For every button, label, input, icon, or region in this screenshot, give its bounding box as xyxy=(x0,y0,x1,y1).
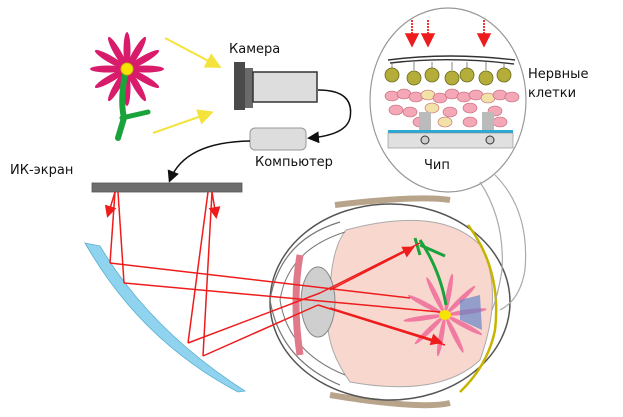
ir-screen-label: ИК-экран xyxy=(10,163,74,178)
flower-petal xyxy=(127,69,146,102)
eye-muscle-bottom xyxy=(329,392,451,409)
cornea-outer-lower xyxy=(269,299,341,386)
retina-flower-center xyxy=(439,310,451,320)
magnifier-connector-2 xyxy=(479,181,503,311)
ganglion-cells xyxy=(384,62,512,86)
implant-chip-on-retina xyxy=(460,295,482,330)
flower-center xyxy=(120,62,134,76)
bipolar-cell xyxy=(492,89,508,101)
iris xyxy=(292,254,304,356)
retina-flower-leaf xyxy=(413,237,446,258)
eye-anatomy xyxy=(269,195,511,409)
bipolar-cell xyxy=(388,104,404,116)
flower-petals xyxy=(90,32,164,106)
bipolar-cell xyxy=(462,102,478,114)
bipolar-cell xyxy=(456,91,472,103)
flower-petal xyxy=(127,50,160,69)
ray-segment xyxy=(187,191,209,344)
retina-layer xyxy=(459,224,498,393)
bipolar-cell xyxy=(424,102,440,114)
nerve-cells-label-line2: клетки xyxy=(528,86,577,101)
flower-petal xyxy=(127,69,160,88)
camera-to-computer-arrow xyxy=(307,89,352,144)
nerve-fiber-layer xyxy=(387,55,516,65)
ray-reflection-arrow xyxy=(104,191,117,218)
bipolar-cells xyxy=(384,88,520,130)
flower-icon xyxy=(90,32,164,141)
chip-photodiode-1 xyxy=(420,135,430,145)
flower-petal xyxy=(108,36,127,69)
nerve-cells-label-line1: Нервные xyxy=(528,67,589,82)
ganglion-cell xyxy=(478,70,494,86)
retina-flower-petal xyxy=(403,314,444,322)
electrode-pillar xyxy=(419,112,431,130)
ray-to-retina-arrow xyxy=(329,246,415,291)
ray-segment xyxy=(109,191,116,264)
retina-flower-petal xyxy=(446,315,483,335)
bipolar-cell xyxy=(492,116,508,128)
ray-segment xyxy=(123,282,441,313)
retina-flower-petal xyxy=(426,277,445,314)
ray-segment xyxy=(117,191,125,284)
bipolar-cell xyxy=(408,91,424,103)
computer-to-screen-arrow xyxy=(167,140,251,183)
retina-flower-petal xyxy=(445,316,464,353)
ganglion-cell xyxy=(444,70,460,86)
camera-label: Камера xyxy=(229,42,281,57)
ganglion-cell xyxy=(496,67,512,83)
chip-substrate xyxy=(387,132,514,149)
nerve-cell-layers xyxy=(384,20,520,149)
retina-flower-image xyxy=(403,273,487,357)
flower-petal xyxy=(94,69,127,88)
flower-leaf xyxy=(119,109,151,121)
ganglion-cell xyxy=(406,70,422,86)
light-arrow-bottom xyxy=(152,109,214,134)
ray-to-retina-arrow xyxy=(329,307,443,346)
chip-label: Чип xyxy=(424,158,450,173)
light-arrow-top xyxy=(164,37,222,68)
flower-petal xyxy=(90,65,126,73)
camera-icon xyxy=(234,62,318,110)
flower-petal xyxy=(128,65,164,73)
ray-segment xyxy=(317,304,446,346)
computer-label: Компьютер xyxy=(255,155,333,170)
retina-flower-petal xyxy=(407,295,444,315)
bipolar-cell xyxy=(504,91,520,103)
flower-petal xyxy=(123,32,131,68)
ganglion-cell xyxy=(424,67,440,83)
ir-screen-bar xyxy=(91,182,243,193)
flower-petal xyxy=(127,36,146,69)
bipolar-cell xyxy=(462,116,478,128)
chip-photodiode-2 xyxy=(485,135,495,145)
ray-reflection-arrow xyxy=(208,191,221,219)
infrared-rays xyxy=(104,191,446,357)
ray-segment xyxy=(202,304,319,357)
incoming-light-arrows xyxy=(404,20,492,48)
ray-segment xyxy=(109,262,411,299)
bipolar-cell xyxy=(384,90,400,102)
electrode-pillar xyxy=(482,112,494,130)
computer-icon xyxy=(249,127,307,151)
ganglion-cell xyxy=(459,67,475,83)
magnifier-connector-1 xyxy=(494,174,527,311)
cornea-outer xyxy=(269,221,341,301)
bipolar-cell xyxy=(432,92,448,104)
bipolar-cell xyxy=(402,106,418,118)
bipolar-cell xyxy=(437,116,453,128)
ganglion-cell xyxy=(384,67,400,83)
flower-petal xyxy=(94,50,127,69)
eye-muscle-top xyxy=(334,195,451,208)
bipolar-cell xyxy=(442,106,458,118)
curved-mirror xyxy=(84,242,247,393)
chip-electrode-layer xyxy=(388,130,513,133)
ray-segment xyxy=(187,292,321,344)
retina-flower-petal xyxy=(446,285,476,314)
